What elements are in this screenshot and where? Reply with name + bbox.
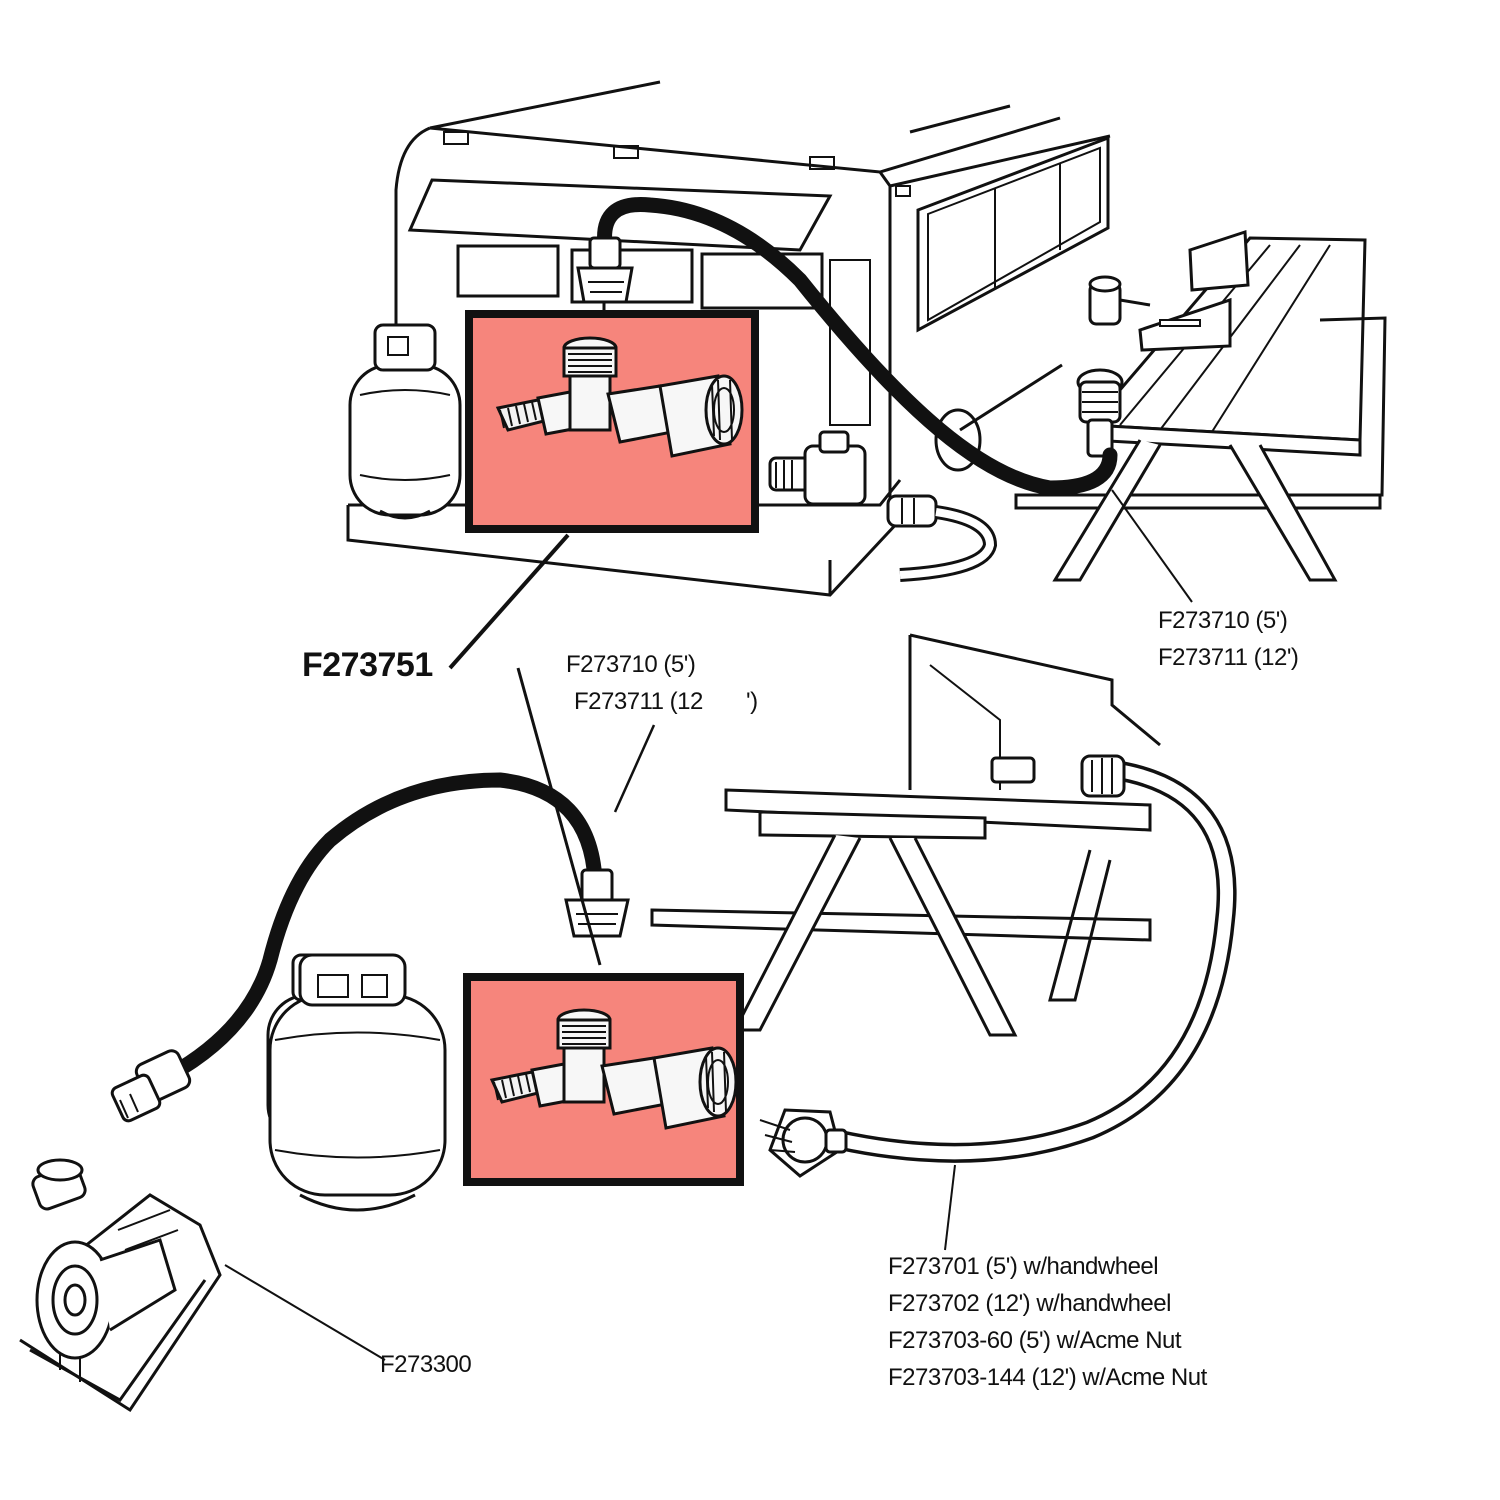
connector-top [576,236,634,314]
hose-bottom-12ft: F273711 (12 ') [574,688,758,715]
rv-shutoff-valve [768,430,867,506]
portable-heater [19,1158,222,1413]
hose-bottom-5ft: F273710 (5') [566,651,696,678]
hose-end-coupler [110,1049,192,1123]
heater-part-number: F273300 [380,1351,472,1378]
propane-tank-top [348,323,462,520]
tee-adapter-part-number: F273751 [302,646,433,684]
tank-hose-12ft-handwheel: F273702 (12') w/handwheel [888,1290,1171,1317]
connector-bottom [564,868,630,938]
tank-hose-label: F273701 (5') w/handwheel F273702 (12') w… [888,1248,1207,1396]
tank-hose-inner [833,763,1234,1160]
tank-hose-5ft-handwheel: F273701 (5') w/handwheel [888,1253,1159,1280]
tank-hose-12ft-acme: F273703-144 (12') w/Acme Nut [888,1364,1207,1391]
table-tee-top [1076,275,1151,458]
hose-rv-to-table-12ft: F273711 (12') [1158,644,1299,671]
rv-fitting-small [886,494,938,528]
tank-hose-5ft-acme: F273703-60 (5') w/Acme Nut [888,1327,1182,1354]
picnic-table-bottom [650,788,1152,1037]
picnic-table-top [1014,229,1387,582]
hose-rv-to-table-label: F273710 (5') F273711 (12') [1158,602,1299,676]
rv-return-hose-inner [899,508,995,579]
hose-rv-to-table-5ft: F273710 (5') [1158,607,1288,634]
hose-bottom-label: F273710 (5') F273711 (12 ') [566,646,758,720]
hose-bottom [162,772,603,1083]
hose-rv-to-table [597,197,1118,496]
tank-hose-fitting-top [1080,754,1126,798]
grill-bottom [908,633,1161,790]
propane-tank-bottom-body [268,953,447,1212]
handwheel-fitting [759,1108,848,1178]
leader-lines [224,489,1193,1361]
